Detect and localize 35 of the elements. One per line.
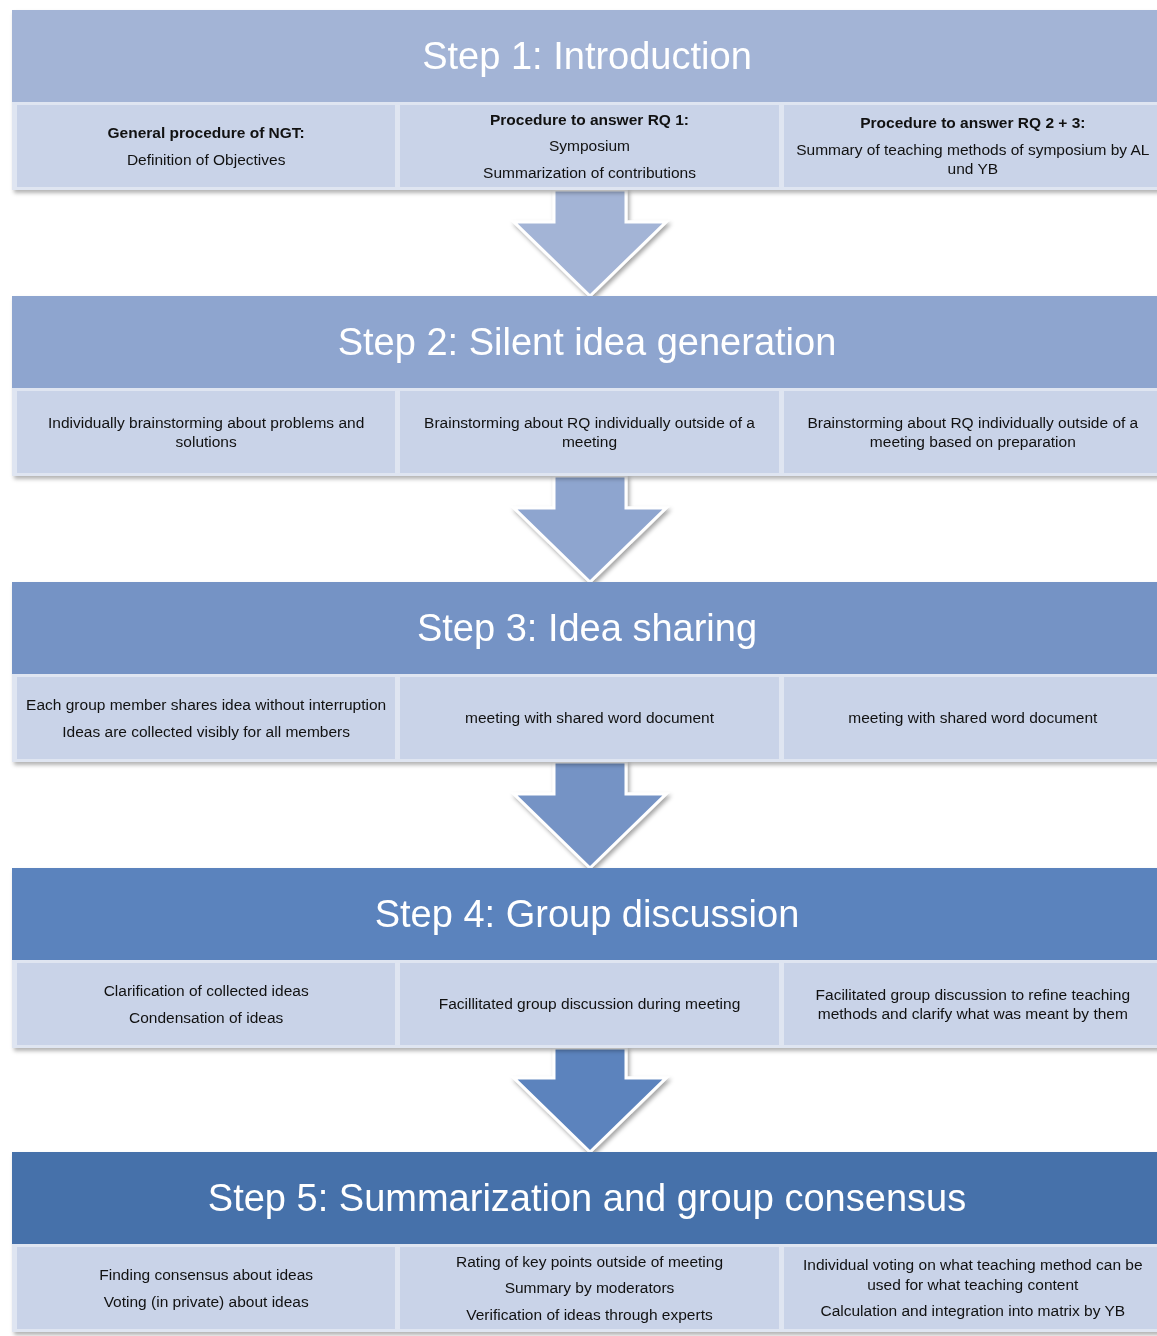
cell-text: Clarification of collected ideas [103, 981, 309, 1001]
cell-text: Facillitated group discussion during meeting [438, 994, 741, 1014]
cell-text: Definition of Objectives [126, 149, 286, 169]
cell-text: meeting with shared word document [465, 708, 714, 728]
cell-text: Summary by moderators [504, 1278, 675, 1298]
step-title: Step 4: Group discussion [374, 892, 800, 936]
cell-text: Brainstorming about RQ individually outside of a meeting [423, 412, 756, 452]
cell-text: Verification of ideas through experts [466, 1304, 713, 1325]
cell-text: Individual voting on what teaching method can be used for what teaching content [802, 1255, 1144, 1295]
step-title: Step 5: Summarization and group consensus [207, 1176, 967, 1220]
cell-text: meeting with shared word document [848, 708, 1098, 728]
step-title: Step 1: Introduction [422, 34, 752, 78]
step-title: Step 2: Silent idea generation [337, 320, 837, 364]
cell-text: Finding consensus about ideas [99, 1265, 313, 1285]
cell-text: Individually brainstorming about problems and solutions [47, 412, 366, 452]
cell-text: Procedure to answer RQ 1: [490, 109, 689, 130]
cell-text: Summarization of contributions [483, 162, 696, 183]
cell-text: Facilitated group discussion to refine teaching methods and clarify what was meant by them [814, 984, 1132, 1024]
cell-text: Rating of key points outside of meeting [455, 1251, 724, 1272]
cell-text: Procedure to answer RQ 2 + 3: [860, 113, 1086, 133]
step-panel [12, 582, 1157, 762]
step-panel [12, 868, 1157, 1048]
step-panel [12, 1152, 1157, 1332]
step-panel [12, 10, 1157, 190]
cell-text: Condensation of ideas [129, 1007, 284, 1027]
cell-text: Summary of teaching methods of symposium by AL und YB [795, 139, 1151, 179]
cell-text: Voting (in private) about ideas [103, 1291, 309, 1311]
cell-text: Each group member shares idea without interruption [26, 695, 387, 715]
cell-text: Brainstorming about RQ individually outside of a meeting based on preparation [806, 412, 1140, 452]
cell-text: Symposium [549, 136, 630, 156]
cell-text: Ideas are collected visibly for all members [62, 721, 351, 741]
cell-text: General procedure of NGT: [107, 123, 305, 143]
step-title: Step 3: Idea sharing [416, 606, 758, 650]
step-panel [12, 296, 1157, 476]
cell-text: Calculation and integration into matrix by YB [820, 1301, 1126, 1321]
